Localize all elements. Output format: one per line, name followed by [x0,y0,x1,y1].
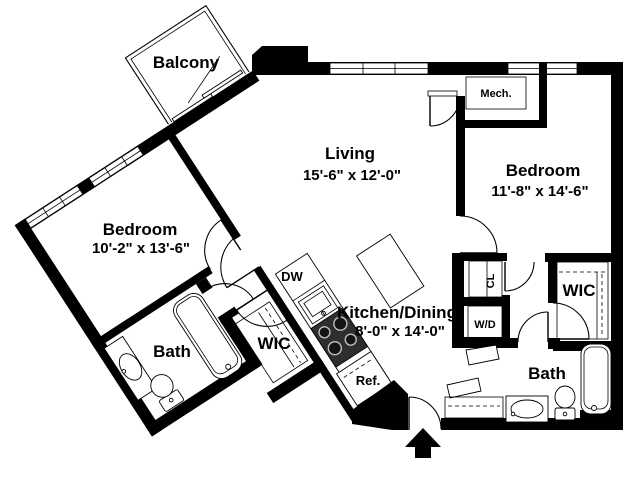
bedroom-right-door-icon [459,215,498,254]
wall [502,295,510,345]
balcony-walls [124,4,250,125]
wic-left-door-icon [236,289,287,327]
bath-right-label: Bath [528,364,566,383]
bedroom-left-dims: 10'-2" x 13'-6" [92,240,190,257]
wall [441,418,623,430]
wall [195,277,213,295]
wall [427,90,458,97]
vanity-sink-icon [103,335,158,401]
wall [456,120,546,128]
mech-box [465,76,527,110]
sliding-door-icon [171,56,244,123]
window [24,185,84,229]
wall [456,126,465,216]
kitchen-label: Kitchen/Dining [337,303,457,322]
stove-icon [310,307,369,368]
window [329,62,429,75]
wic-left-shelving [234,301,309,384]
wall [545,253,619,262]
wall [320,368,359,422]
bath-left-label: Bath [153,342,191,361]
dishwasher-label: DW [281,269,303,284]
window [88,145,144,188]
bath-right-door-icon [517,311,549,343]
balcony-label: Balcony [153,53,220,72]
entry-door-icon [408,396,442,430]
washer-dryer-label: W/D [474,319,495,331]
bathtub-icon [580,343,612,415]
bedroom-right-label: Bedroom [506,161,581,180]
living-dims: 15'-6" x 12'-0" [303,167,401,184]
foyer-closet [444,377,504,419]
wall [452,253,507,261]
wall [456,96,465,126]
wall [452,337,510,348]
wall [14,218,162,437]
washer-dryer-door-icon [465,344,500,366]
bedroom-left-label: Bedroom [103,220,178,239]
closet-label: CL [485,273,497,288]
wic-right-shelving [556,261,609,340]
wall [464,297,504,306]
labels: Balcony Living 15'-6" x 12'-0" Bedroom 1… [92,53,596,388]
kitchen-dims: 8'-0" x 14'-0" [355,323,445,340]
refrigerator-label: Ref. [356,373,381,388]
entry-arrow-icon [405,428,441,458]
wall [452,253,464,345]
toilet-icon [554,385,576,421]
mech-label: Mech. [480,88,511,100]
wall [253,265,327,373]
closet-door-icon [504,261,535,292]
wall [611,62,623,430]
wall [262,46,308,62]
wic-left-label: WIC [257,334,290,353]
bedroom-right-dims: 11'-8" x 14'-6" [491,183,588,200]
mech-door-icon [429,95,461,127]
wall [510,338,518,348]
wall [166,131,241,241]
dining-table-icon [355,233,425,309]
wic-right-label: WIC [562,281,595,300]
wall [352,380,408,430]
orthogonal-wing [252,46,623,458]
wic-right-door-icon [552,302,590,340]
bathtub-icon [173,293,243,379]
wall [266,358,327,404]
vanity-sink-icon [505,395,549,423]
vestibule-door-icon [220,234,260,289]
wall [219,314,263,372]
wall [548,253,557,303]
wall [90,266,213,350]
living-label: Living [325,144,375,163]
kitchen-sink-icon [297,285,339,325]
wall [539,62,547,128]
bedroom-left-door-icon [204,219,242,271]
wall [145,356,260,437]
rotated-wing [14,4,425,437]
toilet-icon [150,374,184,412]
